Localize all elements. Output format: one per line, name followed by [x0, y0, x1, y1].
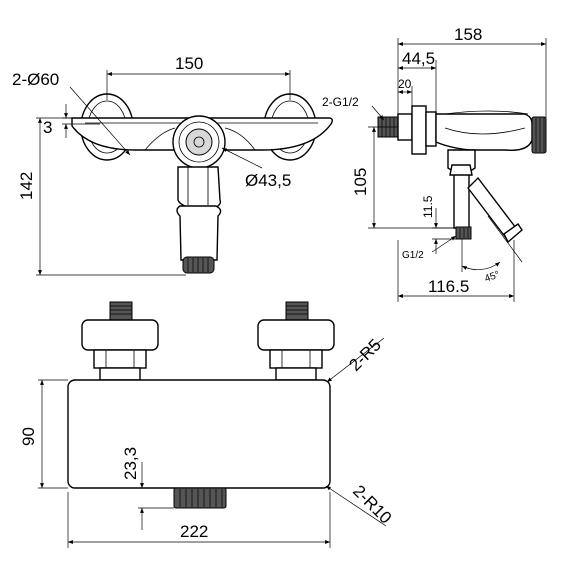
side-offset-label: 20	[398, 77, 412, 91]
front-view: 2-Ø60 150 3 142 Ø43,5	[12, 54, 333, 276]
front-knob-label: Ø43,5	[245, 171, 291, 190]
top-right-connector	[257, 301, 335, 381]
spout	[176, 166, 222, 274]
top-corner-small-label: 2-R5	[345, 335, 384, 374]
front-center-distance-label: 150	[175, 54, 203, 73]
top-outlet	[173, 487, 227, 509]
top-width-label: 222	[180, 522, 208, 541]
front-offset-label: 3	[43, 118, 52, 137]
side-outlet-depth-label: 116.5	[428, 277, 469, 296]
side-depth-label: 158	[454, 25, 482, 44]
side-angle-label: 45°	[483, 269, 501, 285]
side-depth-mid-label: 44,5	[402, 49, 435, 68]
side-body	[435, 113, 533, 151]
side-outlet-offset-label: 11.5	[421, 195, 435, 218]
side-height-label: 105	[351, 168, 370, 196]
side-view: 158 44,5 20 2-G1/2 105 11.5 G1/2 45°	[322, 25, 547, 302]
central-knob	[172, 115, 226, 169]
top-height-label: 90	[19, 427, 38, 446]
top-view: 2-R5 90 23,3 2-R10 222	[19, 301, 395, 548]
top-body	[67, 379, 331, 489]
top-left-connector	[81, 301, 159, 381]
front-height-label: 142	[17, 172, 36, 200]
front-inlets-label: 2-Ø60	[12, 70, 59, 89]
side-outlet-thread-label: G1/2	[402, 250, 424, 261]
side-thread-label: 2-G1/2	[322, 95, 359, 109]
top-outlet-offset-label: 23,3	[121, 447, 140, 480]
top-corner-large-label: 2-R10	[349, 481, 395, 527]
